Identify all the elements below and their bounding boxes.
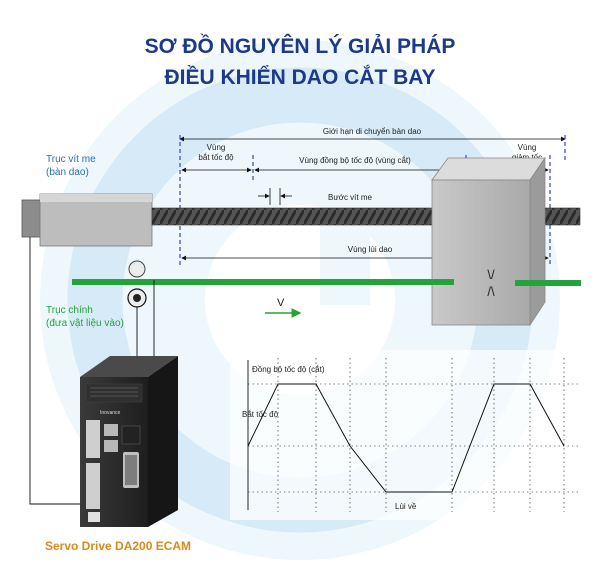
accel-zone-label-2: bắt tốc độ (198, 153, 234, 162)
sync-zone-label: Vùng đồng bộ tốc độ (vùng cắt) (299, 156, 411, 165)
screw-pitch-marker (258, 188, 292, 205)
travel-limit-label: Giới hạn di chuyển bàn dao (323, 127, 422, 136)
decel-zone-label-2: giảm tốc (512, 153, 542, 162)
title-line-1: SƠ ĐỒ NGUYÊN LÝ GIẢI PHÁP (145, 34, 456, 58)
speed-sync-label: Đồng bộ tốc độ (cắt) (252, 365, 325, 374)
velocity-label: V (277, 297, 285, 309)
svg-text:\/: \/ (487, 267, 495, 282)
decel-zone-label-1: Vùng (518, 143, 537, 152)
return-label: Lùi về (395, 502, 417, 511)
servo-drive: Inovance (80, 356, 178, 527)
ball-screw-motor (21, 193, 153, 247)
accelerate-label: Bắt tốc độ (242, 410, 279, 419)
feed-rollers (127, 260, 147, 308)
ball-screw-label-1: Trục vít me (46, 154, 96, 165)
zone-guides (179, 135, 566, 265)
ball-screw-label-2: (bàn dao) (46, 167, 89, 178)
return-zone-label: Vùng lùi dao (348, 245, 393, 254)
material-strip-right (515, 280, 581, 286)
servo-drive-caption: Servo Drive DA200 ECAM (45, 539, 191, 553)
cutter-carriage: \/ /\ (431, 156, 546, 327)
main-shaft-label-2: (đưa vật liệu vào) (46, 318, 124, 329)
drive-brand-label: Inovance (100, 410, 121, 416)
svg-text:/\: /\ (487, 284, 495, 299)
title-line-2: ĐIỀU KHIỂN DAO CẮT BAY (164, 65, 435, 89)
main-shaft-label-1: Trục chính (46, 305, 93, 316)
screw-pitch-label: Bước vít me (328, 193, 372, 202)
accel-zone-label-1: Vùng (207, 143, 226, 152)
material-strip-left (72, 279, 454, 285)
velocity-profile-chart (230, 350, 585, 520)
